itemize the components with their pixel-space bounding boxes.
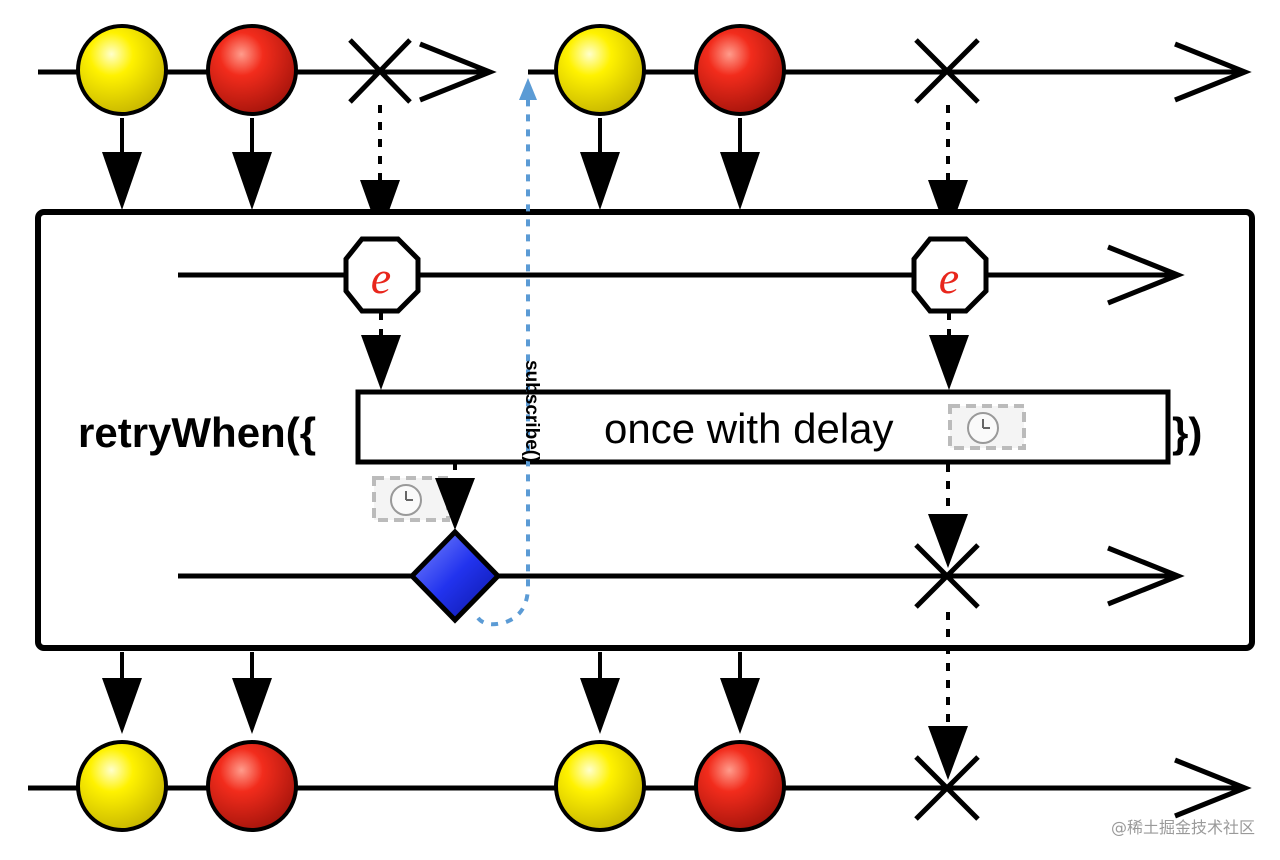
- error-x-mark: [914, 755, 980, 821]
- operator-prefix-label: retryWhen({: [78, 409, 316, 456]
- yellow-marble: [76, 740, 168, 832]
- output-arrows: [120, 612, 950, 728]
- inner-function-label: once with delay: [604, 405, 894, 452]
- error-to-inner-arrows: [379, 312, 951, 335]
- red-marble: [694, 740, 786, 832]
- subscribe-label: subscribe(): [521, 360, 542, 462]
- retry-trigger-stream: [178, 545, 1185, 607]
- error-x-mark: [348, 38, 412, 104]
- red-marble: [206, 24, 298, 116]
- operator-suffix-label: }): [1172, 409, 1202, 456]
- output-arrowheads: [102, 678, 968, 780]
- error-label: e: [939, 252, 959, 303]
- error-x-mark: [914, 543, 980, 609]
- error-to-inner-arrowheads: [361, 335, 969, 390]
- subscribe-arrow: [476, 78, 537, 627]
- watermark: @稀土掘金技术社区: [1111, 818, 1255, 837]
- clock-icon: [372, 476, 450, 522]
- inner-function-box: [355, 389, 1171, 465]
- source-stream-2: [528, 41, 1252, 103]
- inner-to-retry-arrows: [453, 462, 950, 515]
- inner-to-retry-arrowheads: [435, 478, 968, 568]
- error-label: e: [371, 252, 391, 303]
- error-x-mark: [914, 38, 980, 104]
- yellow-marble: [76, 24, 168, 116]
- yellow-marble: [554, 740, 646, 832]
- clock-icon: [948, 404, 1026, 450]
- blue-diamond-marble: [408, 528, 502, 624]
- yellow-marble: [554, 24, 646, 116]
- red-marble: [206, 740, 298, 832]
- input-arrowheads: [102, 152, 968, 236]
- error-octagon: e: [911, 236, 989, 314]
- error-octagon: e: [343, 236, 421, 314]
- red-marble: [694, 24, 786, 116]
